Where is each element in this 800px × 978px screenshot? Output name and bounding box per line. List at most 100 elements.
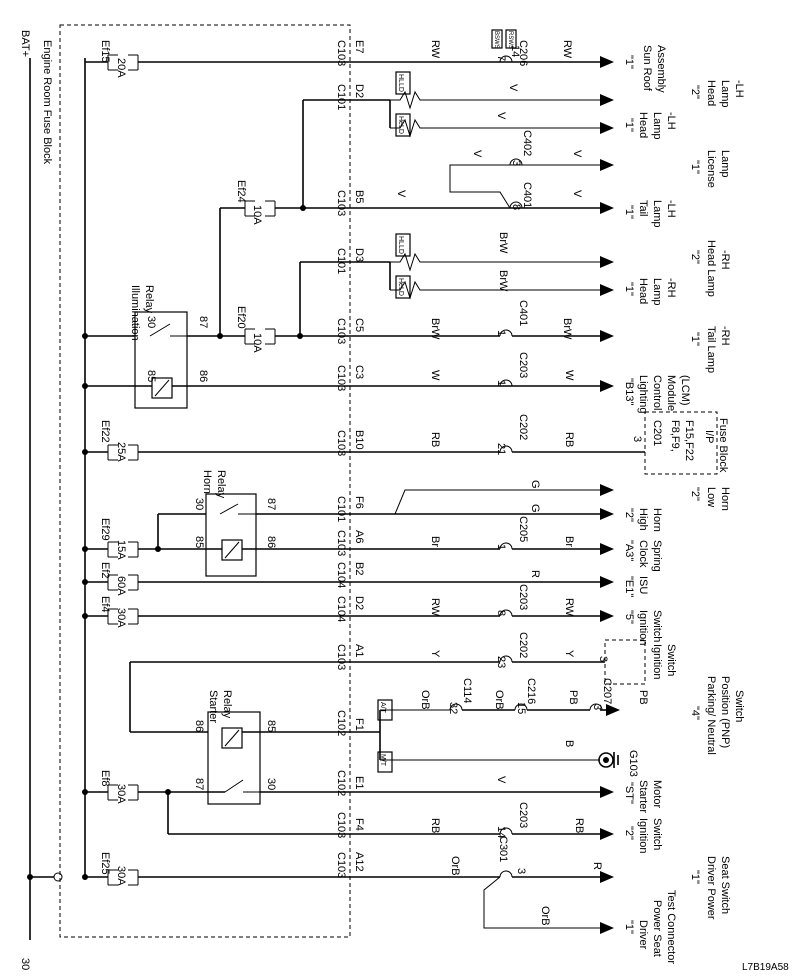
ign2-dest1: Ignition — [637, 818, 649, 853]
pnp-dest1: Parking/ Neutral — [705, 676, 717, 755]
ign5-color1: RW — [429, 598, 441, 617]
sunroof-color2: RW — [561, 40, 573, 59]
headlh2-dest1: Head — [705, 80, 717, 106]
taillh-dest2: Lamp — [651, 200, 663, 228]
circuit-sunroof: Ef15 20A C103 E7 RW 7 14 C206 BSWS RSWS … — [85, 29, 667, 93]
ipfb-conn2: C202 — [517, 414, 529, 440]
ipfb-fuses: F8,F9, — [669, 420, 681, 452]
ign5-dest1: Ignition — [637, 610, 649, 645]
testconn-dest2: Power Seat — [651, 900, 663, 957]
headlh1-dest1: Head — [637, 112, 649, 138]
headrh1-dest1: Head — [637, 278, 649, 304]
highhorn-destpin: "2" — [623, 508, 635, 522]
circuit-ef24: Ef24 10A C103 B5 V C101 D2 HLLD HeLD V V… — [219, 71, 745, 336]
ign5-color2: RW — [563, 598, 575, 617]
circuit-ef22: Ef22 25A C103 B10 RB 21 C202 RB 3 C201 F… — [82, 411, 729, 475]
sunroof-pin: E7 — [353, 40, 365, 53]
fuse-ef29-rating: 15A — [115, 540, 127, 560]
stmotor-dest2: Motor — [651, 780, 663, 808]
illum-p86: 86 — [197, 370, 209, 382]
ipfb-blockpin: 3 — [631, 436, 643, 442]
headrh2-dest2: -RH — [719, 250, 731, 270]
figure-code: L7B19A58 — [742, 962, 789, 973]
fuse-ef8-name: Ef8 — [99, 770, 111, 787]
isu-dest1: ISU — [637, 576, 649, 594]
tailrh-dest2: -RH — [719, 326, 731, 346]
fuse-ef2-rating: 60A — [115, 576, 127, 596]
ign2-conn2: C203 — [517, 802, 529, 828]
headlh-pin: D2 — [353, 84, 365, 98]
horn-name1: Horn — [201, 470, 213, 494]
ign2-pin2: 14 — [495, 826, 507, 838]
ipfb-blockconn: C201 — [651, 420, 663, 446]
option-at: A/T — [379, 702, 386, 714]
fuse-block-outline — [59, 24, 351, 938]
circuit-ef2: Ef2 60A C104 B2 R "E1" ISU — [82, 562, 649, 597]
horn-name2: Relay — [215, 470, 227, 499]
fuse-ef15-name: Ef15 — [99, 40, 111, 63]
pnp-destpin: "4" — [689, 706, 701, 720]
ign2-dest2: Switch — [651, 818, 663, 850]
stmotor-destpin: "ST" — [623, 782, 635, 804]
headlh2-destpin: "2" — [689, 85, 701, 99]
lowhorn-destpin: "2" — [689, 487, 701, 501]
headrh2-color: BrW — [497, 232, 509, 254]
illum-name1: Illumination — [129, 285, 141, 341]
ign5-pin: D2 — [353, 596, 365, 610]
license-conn: C402 — [521, 130, 533, 156]
fuse-ef4-name: Ef4 — [99, 596, 111, 613]
tailrh-color1: BrW — [429, 318, 441, 340]
highhorn-color: G — [529, 504, 541, 513]
ground-name: G103 — [627, 750, 639, 777]
headrh-pin: D3 — [353, 248, 365, 262]
tailrh-conn2: C401 — [517, 300, 529, 326]
fuse-block-label: Engine Room Fuse Block — [41, 40, 53, 165]
option-held-rh: HeLD — [397, 278, 404, 296]
ignsw-name2: Switch — [665, 644, 677, 676]
illum-p87: 87 — [197, 316, 209, 328]
tailrh-destpin: "1" — [689, 332, 701, 346]
ign5-conn: C104 — [335, 596, 347, 622]
fuse-ef2-name: Ef2 — [99, 562, 111, 579]
license-color1: V — [471, 150, 483, 158]
fuse-ef22-name: Ef22 — [99, 420, 111, 443]
lcm-dest1: Lighting — [637, 375, 649, 414]
ipfb-name1: I/P — [703, 430, 715, 443]
clock-conn: C103 — [335, 530, 347, 556]
headlh1-color: V — [495, 112, 507, 120]
testconn-dest1: Driver — [637, 920, 649, 950]
seat-color2: R — [591, 862, 603, 870]
illumination-relay: Illumination Relay 30 87 85 86 — [82, 285, 614, 409]
taillh-color1: V — [395, 190, 407, 198]
pnp-pin4: 3 — [591, 704, 603, 710]
ipfb-fuses2: F15,F22 — [683, 420, 695, 461]
starter-name2: Relay — [221, 690, 233, 719]
clock-color1: Br — [429, 536, 441, 547]
pnp-dest3: Switch — [733, 690, 745, 722]
illum-p85: 85 — [145, 370, 157, 382]
isu-color: R — [529, 570, 541, 578]
option-bsws: BSWS — [493, 31, 499, 49]
pnp-color1: OrB — [419, 690, 431, 710]
lcm-color2: W — [563, 370, 575, 381]
option-held: HeLD — [397, 116, 404, 134]
ign5-dest2: Switch — [651, 610, 663, 642]
lowhorn-color: G — [529, 480, 541, 489]
headlh1-destpin: "1" — [623, 118, 635, 132]
fuse-ef8-rating: 30A — [115, 784, 127, 804]
license-destpin: "1" — [689, 160, 701, 174]
tailrh-pin: C5 — [353, 318, 365, 332]
pnp-dest2: Position (PNP) — [719, 676, 731, 748]
lowhorn-pin: F6 — [353, 496, 365, 509]
lcm-dest4: (LCM) — [679, 375, 691, 406]
seat-dest2: Seat Switch — [719, 856, 731, 914]
ground-color: B — [563, 740, 575, 747]
ign5-destpin: "5" — [623, 610, 635, 624]
testconn-destpin: "1" — [623, 920, 635, 934]
headlh2-dest3: -LH — [733, 80, 745, 98]
isu-conn: C104 — [335, 562, 347, 588]
ignsw-name1: Ignition — [651, 644, 663, 679]
ign2-destpin: "2" — [623, 826, 635, 840]
lcm-dest2: Control — [651, 375, 663, 410]
